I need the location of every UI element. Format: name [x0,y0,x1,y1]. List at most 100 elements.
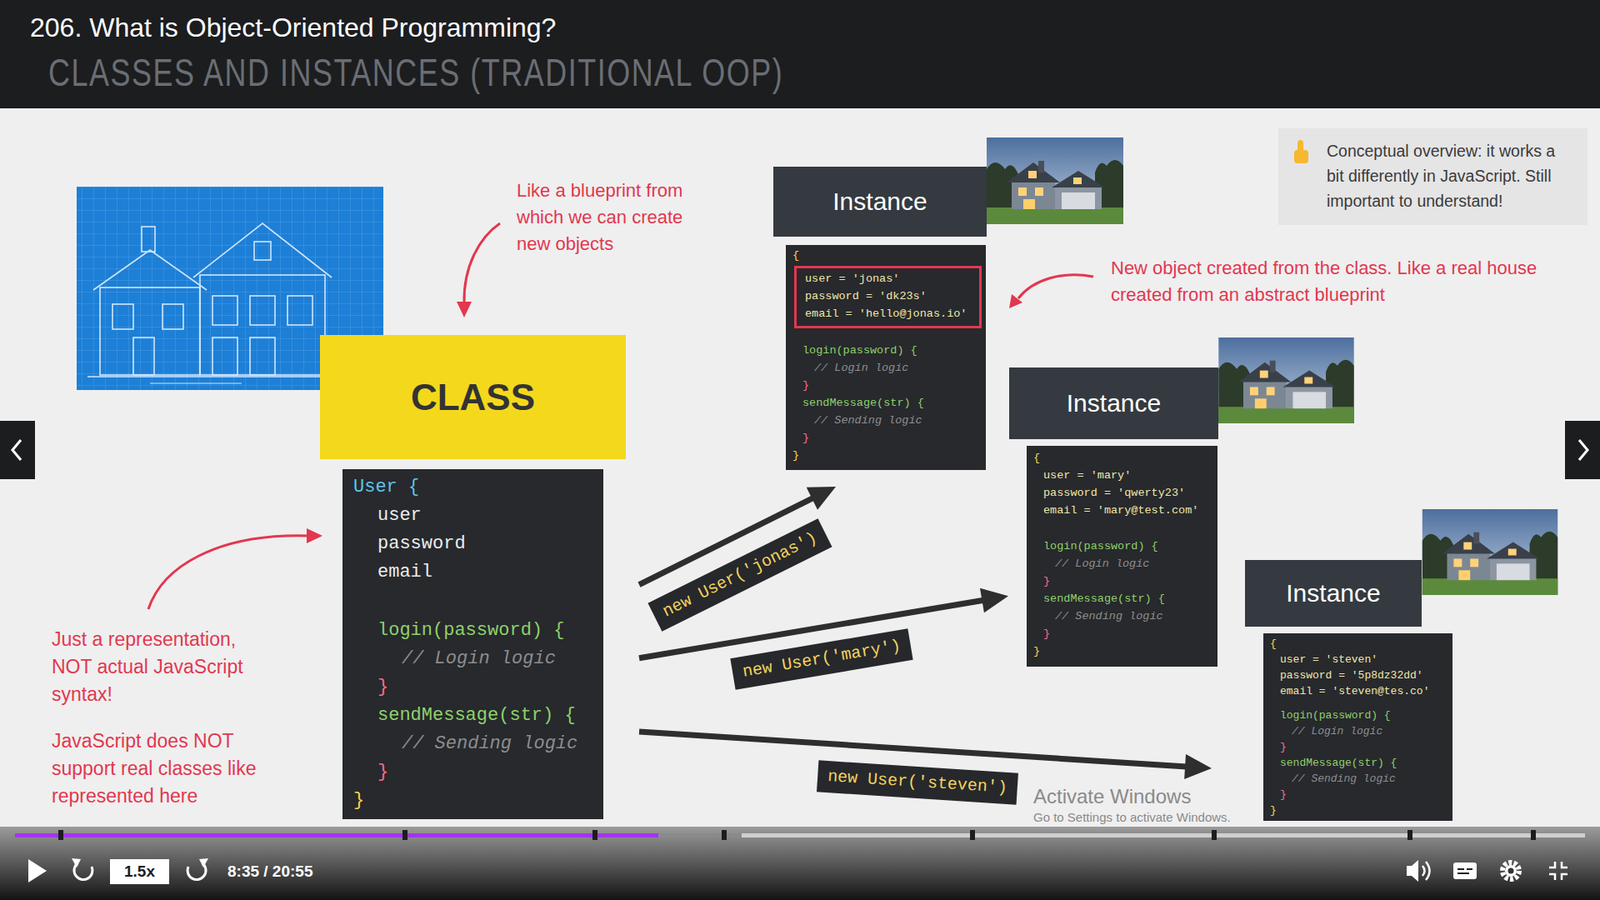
node-text: Conceptual overview: it works a bit diff… [1326,138,1576,214]
code-line: // Sending logic [1026,607,1218,625]
note-box: Conceptual overview: it works a bit diff… [1278,128,1588,225]
polyline-shape [12,440,21,460]
g-shape [58,830,1536,840]
code-line: password = 'dk23s' [796,287,980,305]
annotation-note: New object created from the class. Like … [1110,255,1540,309]
path-shape [93,250,207,290]
code-line: { [1026,449,1218,467]
rect-shape [100,287,200,375]
rect-shape [162,304,184,330]
code-line: login(password) { [1263,707,1453,724]
player-controls [0,826,1600,900]
slide-ground [0,108,1600,900]
path-shape [1422,861,1430,880]
circle-shape [1502,862,1520,880]
code-line: { [785,246,986,265]
code-line: email = 'steven@tes.co' [1263,683,1453,700]
code-line: // Sending logic [1263,770,1453,787]
rect-shape [250,295,275,325]
code-line: } [342,786,604,815]
code-line: user = 'mary' [1026,466,1218,485]
house-photo [1422,509,1558,595]
time-display: 8:35 / 20:55 [227,861,313,882]
rect-shape [1565,420,1600,480]
code-line: { [1263,635,1453,652]
rect-shape [1294,150,1309,164]
rect-shape [212,295,238,325]
instance-code-box: {user = 'mary'password = 'qwerty23'email… [1026,445,1218,667]
path-shape [1549,861,1568,880]
polyline-shape [1579,440,1588,460]
rect-shape [592,830,598,840]
circle-shape [1508,868,1515,875]
code-line: email = 'mary@test.com' [1026,501,1218,520]
code-line: } [1026,625,1218,643]
annotation-note: JavaScript does NOT support real classes… [51,727,260,810]
watermark: Activate Windows [1033,785,1191,809]
node-text: Instance [1285,579,1380,608]
rect-shape [1453,862,1477,880]
code-line: // Sending logic [785,411,986,430]
class-code-box: User {userpasswordemaillogin(password) {… [342,469,604,820]
watermark: Go to Settings to activate Windows. [1033,810,1231,825]
code-line: // Login logic [342,645,604,674]
polygon-shape [456,301,472,318]
code-line: // Login logic [1026,555,1218,573]
annotation-note: Just a representation, NOT actual JavaSc… [51,625,270,709]
edge-label-tag: new User('jonas') [648,519,833,633]
code-line: } [785,376,986,395]
rect-shape [200,275,325,375]
path-shape [464,223,500,304]
rect-shape [141,226,155,252]
code-line: sendMessage(str) { [1026,590,1218,608]
annotation-note: Like a blueprint from which we can creat… [516,177,715,258]
code-line: } [1263,786,1453,803]
instance-code-box: {user = 'steven'password = '5p8dz32dd'em… [1263,633,1453,821]
path-shape [1457,869,1473,874]
pointing-hand-icon [1294,140,1309,164]
code-line: sendMessage(str) { [785,394,986,412]
rect-shape [0,420,35,480]
path-shape [150,383,242,385]
rect-shape [1407,830,1413,840]
code-line: } [1026,642,1218,660]
rect-shape [58,830,64,840]
rect-shape [112,304,134,330]
arrowhead [980,588,1009,614]
rect-shape [15,833,742,838]
node-text: Instance [832,187,927,216]
node-text: Instance [1066,389,1161,418]
rect-shape [287,295,313,325]
highlight-box: user = 'jonas'password = 'dk23s'email = … [794,265,982,329]
code-line: // Sending logic [342,730,604,759]
slide-heading-ghost: CLASSES AND INSTANCES (TRADITIONAL OOP) [48,51,784,94]
rect-shape [250,337,275,375]
node-text: CLASS [410,376,535,419]
rect-shape [254,241,271,260]
code-line: email = 'hello@jonas.io' [796,305,980,323]
code-line: user = 'jonas' [796,270,980,288]
path-shape [1018,275,1094,299]
instance-header: Instance [773,166,987,237]
code-line: } [1263,739,1453,755]
code-line: // Login logic [1263,723,1453,740]
code-line: sendMessage(str) { [1263,755,1453,771]
instance-code-box: {user = 'jonas'password = 'dk23s'email =… [785,245,986,470]
polygon-shape [306,528,323,544]
instance-header: Instance [1245,560,1422,627]
house-photo [986,137,1124,225]
code-line: } [1026,572,1218,590]
rect-shape [1297,140,1304,154]
instance-header: Instance [1009,367,1219,440]
rect-shape [721,830,727,840]
rect-shape [212,337,238,375]
polygon-shape [199,858,209,868]
class-title-box: CLASS [320,335,626,460]
rect-shape [970,830,975,840]
house-photo [1218,337,1354,424]
code-line: } [342,758,604,787]
rect-shape [15,833,1585,838]
arrowhead [806,486,836,510]
polygon-shape [28,859,47,883]
